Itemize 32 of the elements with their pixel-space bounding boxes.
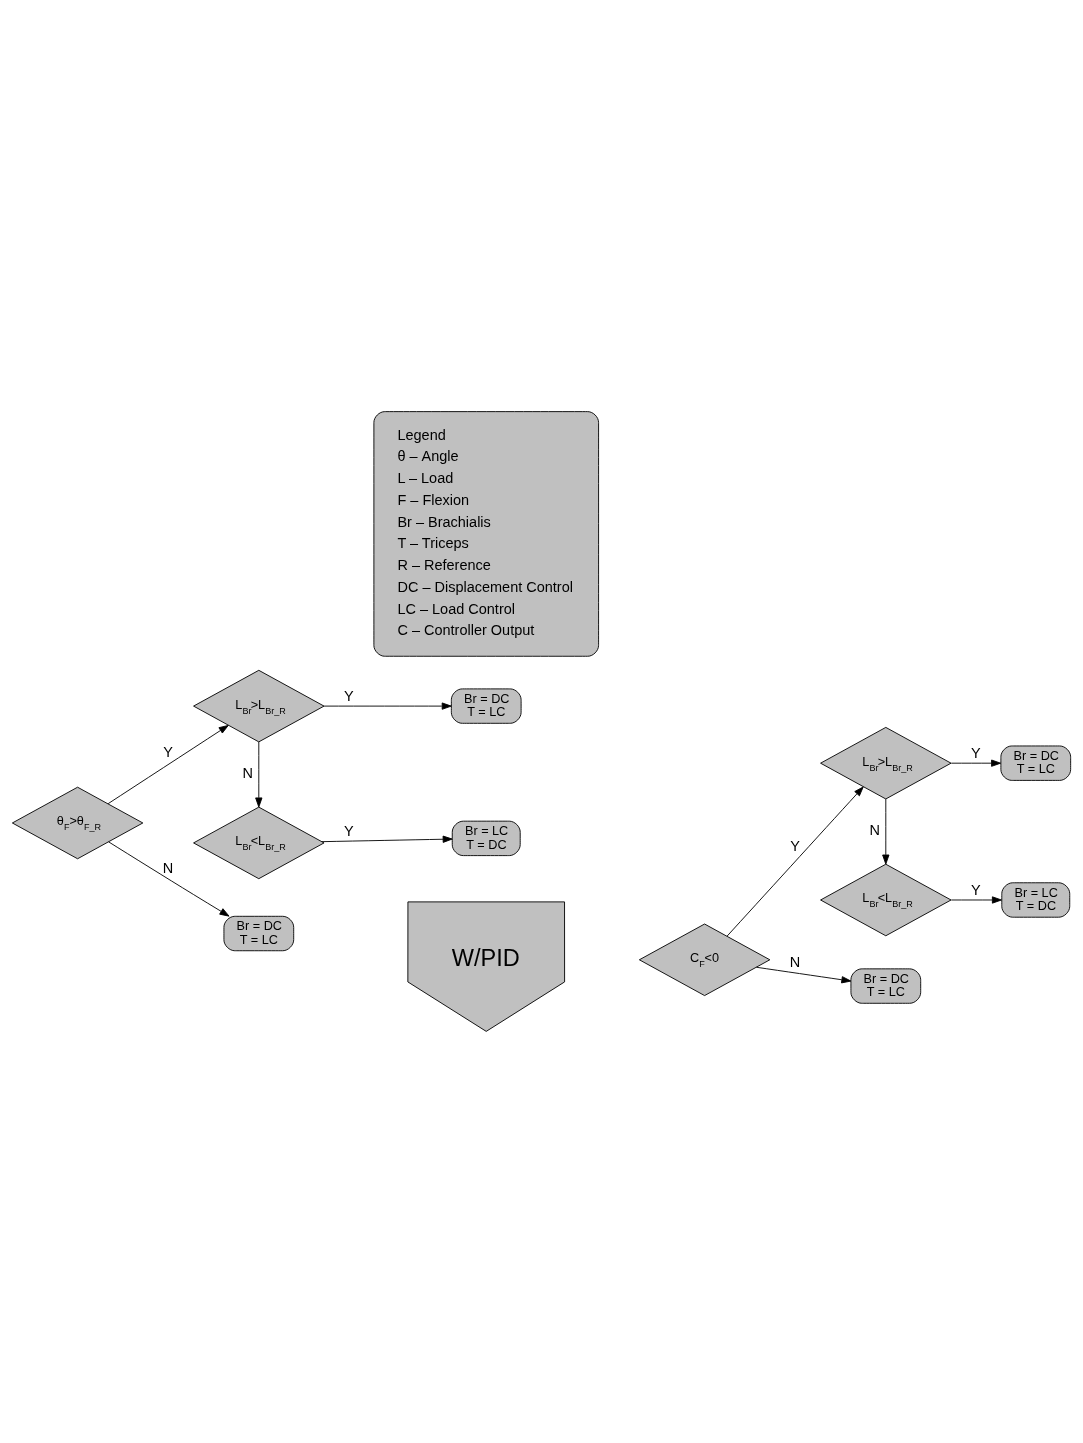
edge-label: Y: [163, 743, 173, 760]
node-diamond: C$_{F}$<0: [638, 923, 771, 997]
edge-label: Y: [790, 837, 800, 854]
edge-label: N: [162, 859, 174, 876]
arrow: [950, 759, 1002, 767]
edge-label: N: [242, 764, 253, 781]
node-diamond: L$_{Br}$>L$_{Br_R}$: [193, 669, 325, 743]
arrow: [950, 896, 1002, 904]
edge-label: Y: [970, 882, 981, 899]
arrow: [107, 724, 229, 805]
edge-label: Y: [970, 745, 981, 762]
node-box: Legend θ – Angle L – Load F – Flexion Br – Brachialis T – Triceps R – Reference DC – Displacement Control LC – Load Control C – Controller Output: [373, 411, 600, 657]
node-box: Br = DC T = LC: [450, 688, 522, 724]
arrow: [321, 835, 453, 843]
edge-label: N: [869, 822, 880, 839]
arrow: [726, 786, 864, 937]
node-box: Br = DC T = LC: [223, 915, 295, 952]
arrow: [108, 841, 230, 917]
node-diamond: L$_{Br}$<L$_{Br_R}$: [193, 806, 325, 880]
node-box: Br = DC T = LC: [850, 968, 922, 1004]
arrow: [755, 966, 852, 984]
edge-label: Y: [343, 688, 354, 705]
arrow: [255, 741, 263, 808]
arrow: [882, 798, 890, 865]
node-diamond: L$_{Br}$<L$_{Br_R}$: [820, 863, 952, 937]
node-box: Br = DC T = LC: [1000, 745, 1072, 781]
node-box: Br = LC T = DC: [1001, 882, 1071, 918]
edge-label: Y: [343, 823, 354, 840]
edge-label: N: [789, 953, 801, 970]
node-diamond: θ$_{F}$>θ$_{F_R}$: [11, 786, 144, 860]
arrow: [323, 702, 452, 710]
node-box: Br = LC T = DC: [451, 820, 521, 857]
